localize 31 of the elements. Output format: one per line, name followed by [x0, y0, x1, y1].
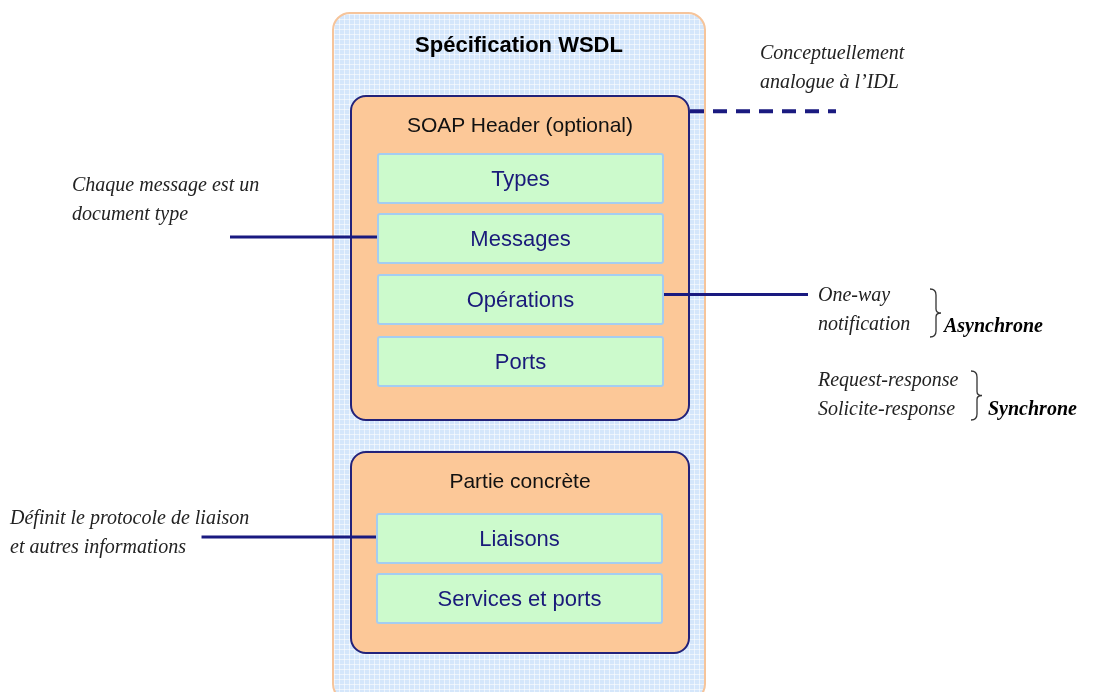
- annotation-text: Request-response: [818, 367, 959, 393]
- leader-line: [201, 535, 376, 539]
- component-label: Ports: [494, 348, 547, 375]
- component-box: [377, 336, 664, 387]
- annotation-text: Conceptuellement analogue à l’IDL: [760, 40, 906, 95]
- section-box: [350, 95, 690, 421]
- section-heading: Partie concrète: [449, 469, 591, 493]
- annotation-text: Solicite-response: [818, 396, 955, 422]
- specification-panel: [332, 12, 706, 692]
- leader-line: [690, 109, 836, 114]
- section-box: [350, 451, 690, 654]
- component-box: [376, 513, 663, 564]
- component-box: [377, 153, 664, 204]
- component-box: [377, 213, 664, 264]
- annotation-text: notification: [818, 311, 912, 337]
- component-label: Opérations: [466, 286, 575, 313]
- component-label: Types: [491, 165, 550, 192]
- component-box: [376, 573, 663, 624]
- component-box: [377, 274, 664, 325]
- annotation-text: Chaque message est un document type: [72, 172, 261, 227]
- annotation-text: Définit le protocole de liaison et autres informations: [10, 505, 251, 560]
- component-label: Services et ports: [437, 585, 602, 612]
- component-label: Liaisons: [479, 525, 560, 552]
- leader-line: [230, 235, 377, 239]
- annotation-text: One-way: [818, 282, 892, 308]
- group-label: Asynchrone: [944, 313, 1043, 339]
- panel-heading: Spécification WSDL: [415, 32, 623, 58]
- component-label: Messages: [470, 225, 571, 252]
- leader-line: [664, 292, 808, 296]
- section-heading: SOAP Header (optional): [406, 113, 634, 137]
- group-label: Synchrone: [988, 396, 1077, 422]
